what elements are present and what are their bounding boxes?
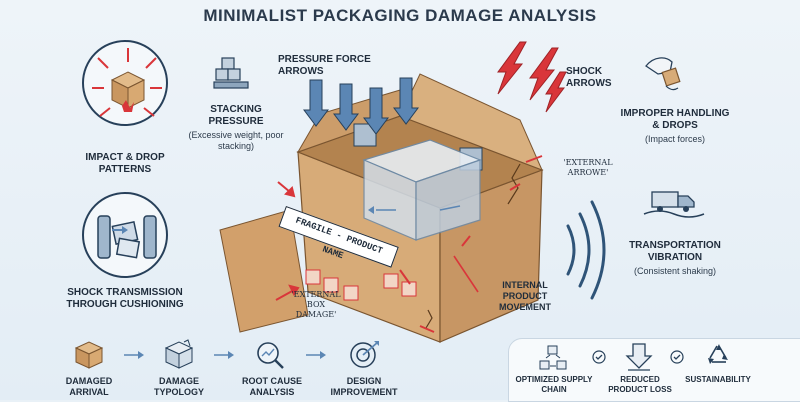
magnifier-icon <box>257 342 284 369</box>
stacking-pressure-label: STACKING PRESSURE <box>208 104 264 127</box>
lightning-arrow-3 <box>545 71 567 113</box>
flow-arrow-3 <box>306 351 326 359</box>
damaged-box-illustration <box>219 73 544 343</box>
outcome-1-label: OPTIMIZED SUPPLY CHAIN <box>515 375 593 394</box>
external-box-damage-label: 'EXTERNAL BOX DAMAGE' <box>291 290 341 319</box>
internal-movement-label: INTERNAL PRODUCT MOVEMENT <box>498 280 551 312</box>
vibration-waves <box>566 200 606 300</box>
impact-drop-label: IMPACT & DROP PATTERNS <box>85 152 165 175</box>
page-title: MINIMALIST PACKAGING DAMAGE ANALYSIS <box>203 6 597 25</box>
shock-arrows-label: SHOCK ARROWS <box>566 66 612 89</box>
impact-box-icon <box>92 48 162 117</box>
shock-transmission-label: SHOCK TRANSMISSION THROUGH CUSHIONING <box>66 287 184 310</box>
truck-icon <box>643 191 705 218</box>
pressure-arrow-1 <box>303 79 329 127</box>
pressure-arrow-3 <box>363 87 389 135</box>
flow-step-2-label: DAMAGE TYPOLOGY <box>153 376 204 397</box>
improper-handling-sub: (Impact forces) <box>644 134 705 144</box>
lightning-arrow-1 <box>497 41 527 95</box>
recycle-icon <box>708 344 728 364</box>
transport-vibration-sub: (Consistent shaking) <box>633 266 717 276</box>
outcome-2-label: REDUCED PRODUCT LOSS <box>608 375 672 394</box>
pressure-arrow-2 <box>333 83 359 131</box>
flow-step-1-label: DAMAGED ARRIVAL <box>65 376 113 397</box>
shock-transmission-circle <box>82 192 168 278</box>
check-icon-2 <box>670 350 684 364</box>
lightning-arrow-2 <box>529 47 559 101</box>
pressure-force-label: PRESSURE FORCE ARROWS <box>278 54 371 77</box>
cushion-icon <box>97 215 157 259</box>
reduced-loss-icon <box>625 343 653 371</box>
shock-lightning-arrows <box>497 41 567 113</box>
pressure-arrows <box>303 77 419 135</box>
design-target-icon <box>350 341 379 368</box>
hand-drop-icon <box>645 57 681 91</box>
flow-step-4-label: DESIGN IMPROVEMENT <box>330 376 398 397</box>
supply-chain-icon <box>539 345 567 370</box>
outcome-3-label: SUSTAINABILITY <box>685 375 751 384</box>
transport-vibration-label: TRANSPORTATION VIBRATION <box>629 240 721 263</box>
stacking-icon <box>213 57 249 89</box>
external-arrows-label: 'EXTERNAL ARROWE' <box>563 158 613 177</box>
stacking-pressure-sub: (Excessive weight, poor stacking) <box>188 130 284 151</box>
improper-handling-label: IMPROPER HANDLING & DROPS <box>620 108 730 131</box>
damage-typology-icon <box>164 339 194 369</box>
flow-arrow-2 <box>214 351 234 359</box>
pressure-arrow-4 <box>393 77 419 125</box>
impact-drop-circle <box>82 40 168 126</box>
check-icon-1 <box>592 350 606 364</box>
damaged-arrival-icon <box>74 341 104 369</box>
flow-arrow-1 <box>124 351 144 359</box>
flow-step-3-label: ROOT CAUSE ANALYSIS <box>241 376 302 397</box>
